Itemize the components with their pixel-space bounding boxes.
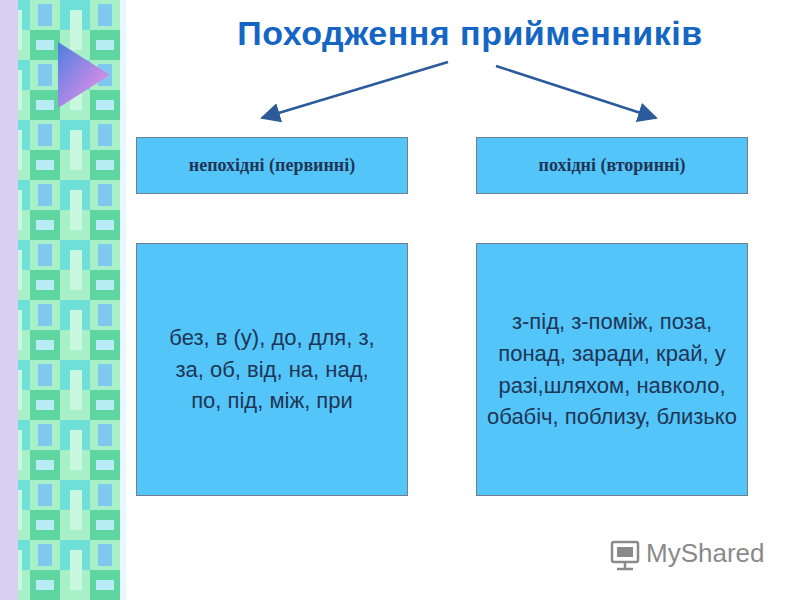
triangle-icon — [58, 42, 110, 108]
category-header: похідні (вторинні) — [476, 137, 748, 194]
category-header: непохідні (первинні) — [136, 137, 408, 194]
list-text: без, в (у), до, для, з, за, об, від, на,… — [167, 322, 377, 418]
example-list-box: без, в (у), до, для, з, за, об, від, на,… — [136, 243, 408, 496]
example-list-box: з-під, з-поміж, поза, понад, заради, кра… — [476, 243, 748, 496]
branch-arrow — [496, 66, 656, 118]
header-text: непохідні (первинні) — [189, 155, 355, 177]
watermark: MyShared — [646, 538, 765, 569]
diagram-title: Походження прийменників — [237, 14, 702, 53]
watermark-icon — [612, 542, 638, 569]
strip-edge — [120, 0, 126, 600]
header-text: похідні (вторинні) — [539, 155, 686, 177]
branch-arrow — [262, 62, 448, 118]
checker-strip — [18, 0, 120, 600]
list-text: з-під, з-поміж, поза, понад, заради, кра… — [487, 306, 737, 434]
left-band — [0, 0, 18, 600]
